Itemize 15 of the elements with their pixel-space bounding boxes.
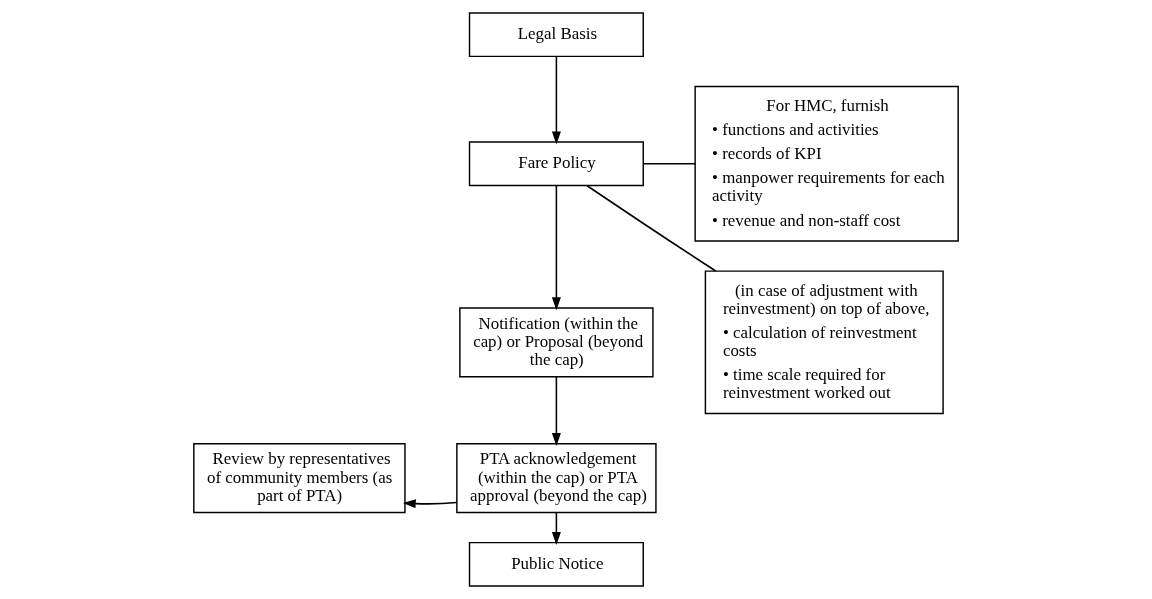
arrow	[551, 56, 561, 145]
arrow	[402, 499, 458, 509]
arrow	[551, 184, 561, 311]
arrow	[551, 512, 561, 545]
node-box: (in case of adjustment with reinvestment) on top of above, • calculation of reinvestment costs • time scale required for reinvestment worked out	[704, 270, 944, 415]
connector	[642, 162, 696, 165]
node-box: PTA acknowledgement (within the cap) or PTA approval (beyond the cap)	[456, 442, 657, 514]
node-box: Review by representatives of community members (as part of PTA)	[193, 442, 406, 514]
node-box: Fare Policy	[468, 141, 644, 187]
node-box: Notification (within the cap) or Proposal (beyond the cap)	[459, 307, 654, 378]
arrow	[551, 376, 561, 446]
node-box: For HMC, furnish • functions and activities • records of KPI • manpower requirements for each activity • revenue and non-staff cost	[694, 85, 959, 242]
connector	[586, 184, 717, 272]
node-box: Legal Basis	[468, 12, 644, 58]
node-box: Public Notice	[468, 541, 644, 587]
